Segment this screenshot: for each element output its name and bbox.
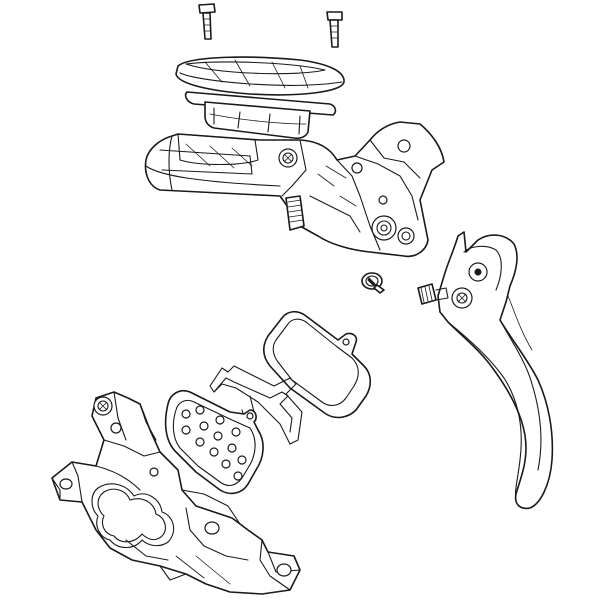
lever-reach-adjust-knob-icon (417, 283, 449, 305)
lever-pivot-pin-icon (361, 272, 385, 294)
caliper-body-icon (51, 391, 301, 595)
reservoir-screw-right-icon (326, 11, 343, 48)
brake-lever-blade-icon (417, 231, 554, 510)
reservoir-cover-icon (175, 56, 345, 96)
brake-pad-rear-icon (262, 310, 372, 419)
brake-pad-front-icon (164, 389, 264, 495)
caliper-bleed-screw-icon (93, 396, 113, 416)
reservoir-diaphragm-icon (184, 91, 337, 140)
master-cylinder-body-icon (144, 121, 445, 258)
reservoir-screw-left-icon (198, 3, 216, 40)
